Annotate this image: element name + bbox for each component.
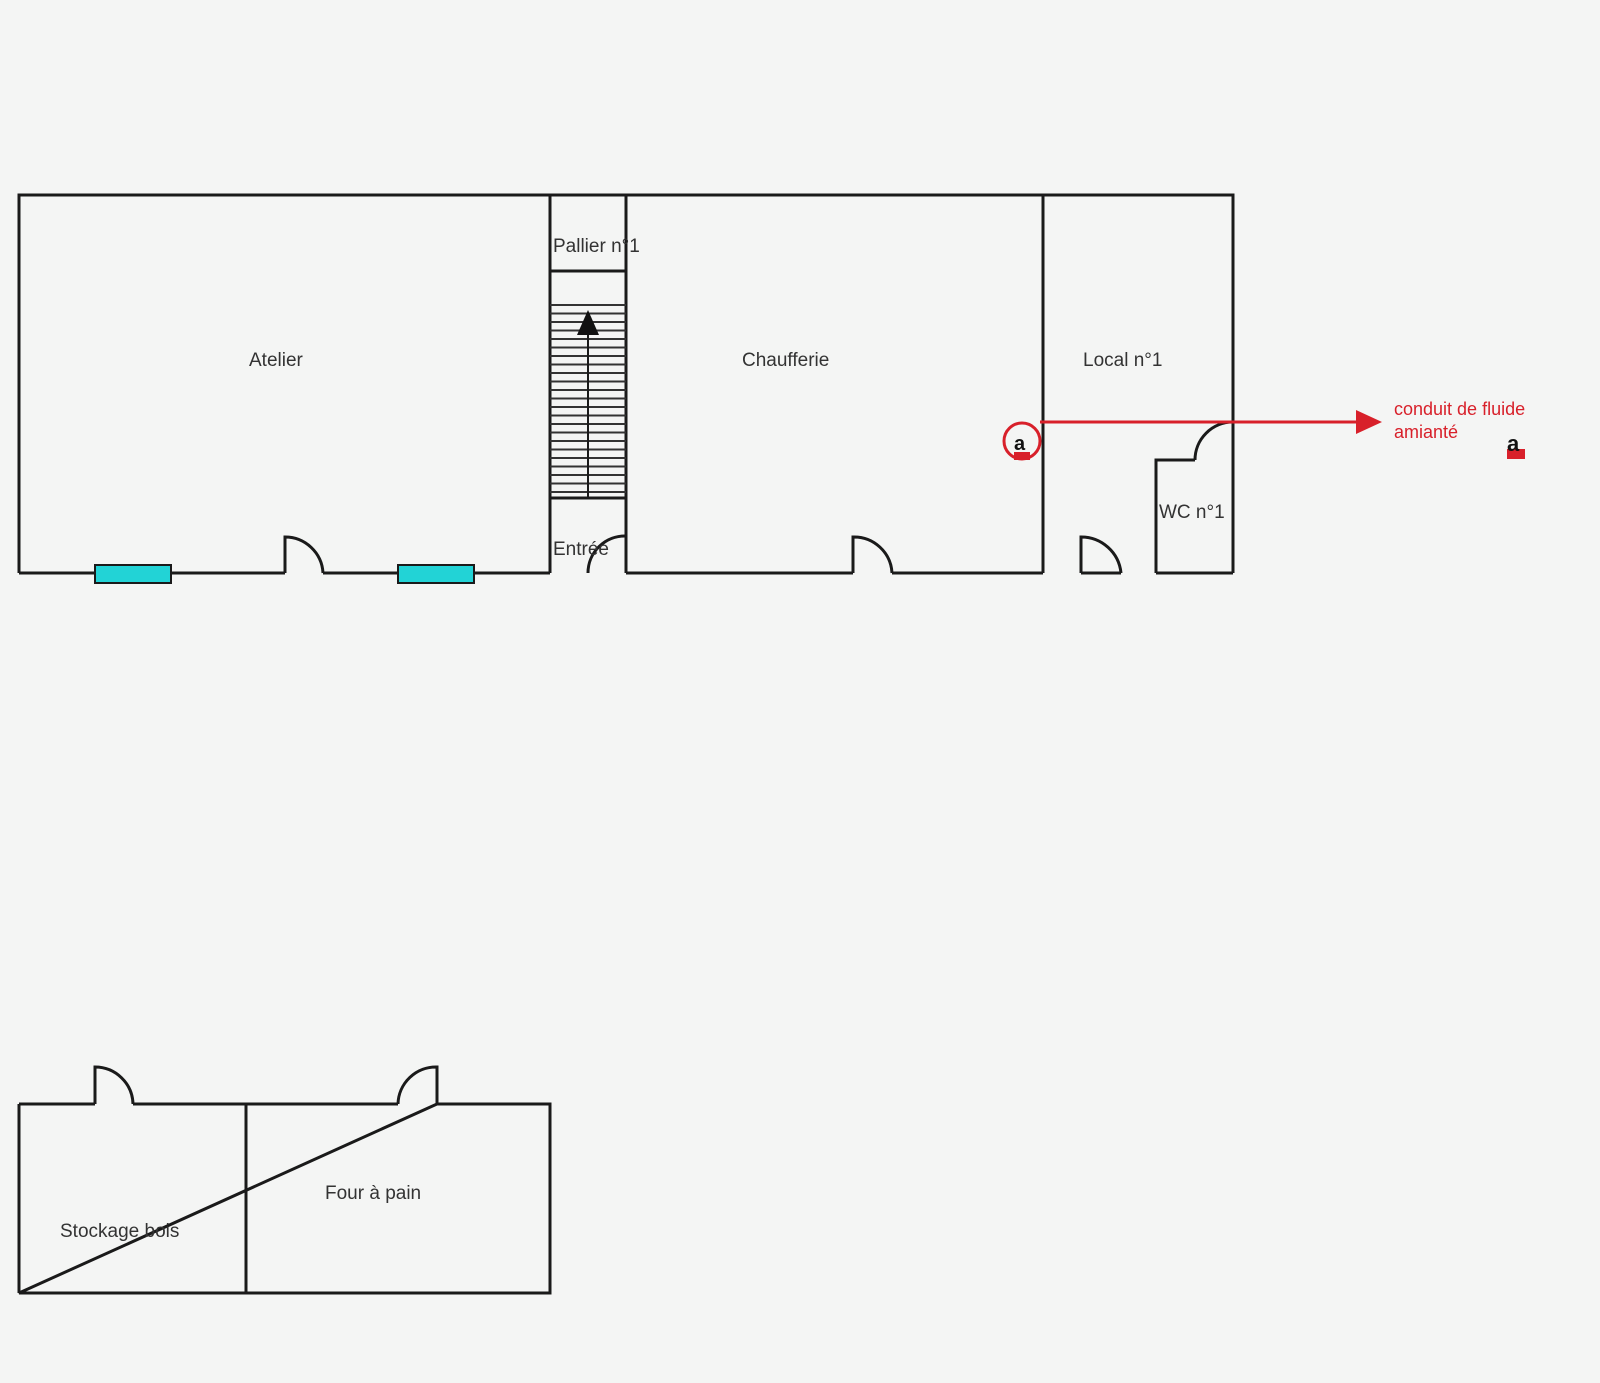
room-labels: Atelier Pallier n°1 Entrée Chaufferie Lo…	[60, 236, 1525, 1242]
staircase	[548, 269, 628, 500]
room-label-wc: WC n°1	[1159, 502, 1225, 523]
marker-a-legend-icon: a	[1507, 431, 1520, 456]
doors	[283, 420, 1234, 574]
room-label-stockage: Stockage bois	[60, 1221, 179, 1242]
room-label-entree: Entrée	[553, 539, 609, 560]
asbestos-marker-icon	[1507, 449, 1525, 459]
windows	[94, 564, 475, 584]
asbestos-annotation	[1002, 410, 1525, 461]
arrow-head-icon	[1356, 410, 1382, 434]
room-label-local: Local n°1	[1083, 350, 1162, 371]
room-label-chaufferie: Chaufferie	[742, 350, 829, 371]
room-label-atelier: Atelier	[249, 350, 304, 371]
annotation-line2: amianté	[1394, 422, 1458, 442]
room-label-pallier: Pallier n°1	[553, 236, 640, 257]
marker-a-icon: a	[1014, 433, 1026, 455]
room-label-four: Four à pain	[325, 1183, 421, 1204]
annotation-line1: conduit de fluide	[1394, 399, 1525, 419]
annex-building-walls	[17, 1065, 552, 1295]
